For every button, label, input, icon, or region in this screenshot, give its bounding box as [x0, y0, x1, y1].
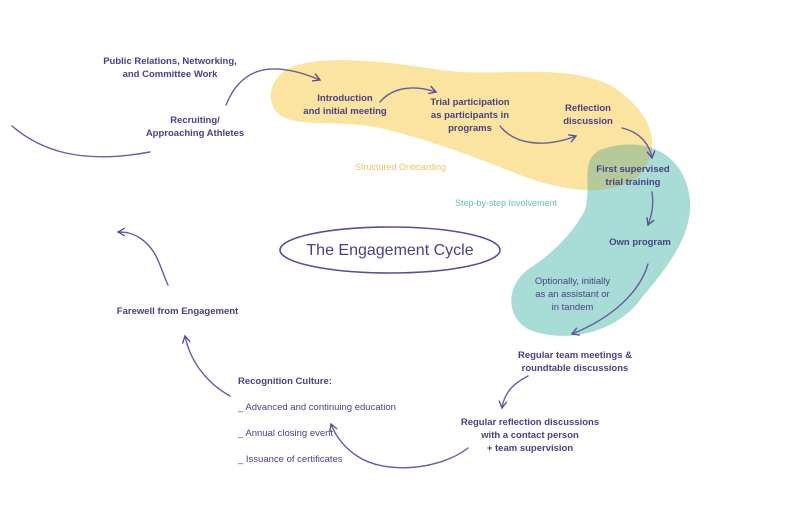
onboarding-blob	[270, 60, 653, 191]
arrow-reflection-to-recognition	[329, 422, 469, 469]
first-supervised-node: First supervised trial training	[596, 164, 670, 188]
arrow-intro-to-trial	[379, 85, 438, 103]
team-meetings-node: Regular team meetings & roundtable discu…	[517, 350, 633, 374]
recognition-item: _ Issuance of certificates	[238, 454, 343, 465]
arrow-own-to-team	[570, 263, 649, 336]
arrow-recruiting-loop	[11, 125, 151, 158]
optionally-node: Optionally, initially as an assistant or…	[534, 276, 611, 313]
arrow-trial-to-reflection	[499, 125, 578, 144]
title-ellipse	[279, 226, 501, 274]
reflection-node: Reflection discussion	[563, 103, 613, 127]
farewell-node: Farewell from Engagement	[116, 306, 239, 317]
recognition-item: _ Annual closing event	[238, 428, 334, 439]
recognition-node: Recognition Culture: _ Advanced and cont…	[238, 362, 438, 479]
intro-node: Introduction and initial meeting	[303, 93, 387, 117]
cycle-title: The Engagement Cycle	[306, 242, 474, 259]
arrow-pr-to-intro	[225, 68, 322, 106]
trial-node: Trial participation as participants in p…	[430, 97, 510, 134]
arrow-recognition-to-farewell	[181, 334, 231, 397]
pr-node: Public Relations, Networking, and Commit…	[103, 56, 237, 80]
involvement-label: Step-by-step Involvement	[455, 198, 558, 208]
arrow-team-to-reflection	[498, 375, 529, 410]
involvement-blob	[511, 144, 691, 336]
arrow-farewell-to-recruiting	[116, 227, 169, 286]
own-program-node: Own program	[609, 237, 671, 248]
arrow-first-to-own	[646, 191, 655, 227]
recruiting-node: Recruiting/ Approaching Athletes	[145, 115, 245, 139]
arrow-reflection-to-first	[621, 127, 656, 160]
onboarding-label: Structured Onboarding	[355, 162, 447, 172]
reflection-contact-node: Regular reflection discussions with a co…	[460, 417, 600, 454]
recognition-item: _ Advanced and continuing education	[238, 402, 396, 413]
recognition-title: Recognition Culture:	[238, 376, 332, 387]
